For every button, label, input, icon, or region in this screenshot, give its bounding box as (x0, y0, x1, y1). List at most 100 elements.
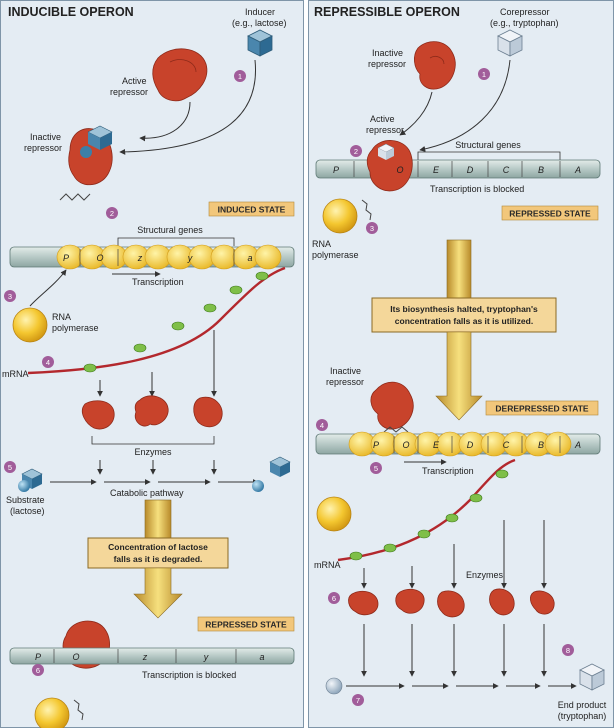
right-enzymes (348, 588, 555, 618)
right-active-repressor-label-line1: Active (370, 114, 395, 124)
left-ribosomes (83, 271, 269, 373)
step-3-number: 3 (8, 292, 12, 301)
right-gene2-E: E (433, 440, 440, 450)
right-step-2-badge: 2 (350, 145, 362, 157)
right-repressed-dna-strand (315, 159, 601, 179)
right-title: REPRESSIBLE OPERON (314, 5, 460, 19)
left-blocked-gene-y: y (203, 652, 209, 662)
right-gene2-D: D (467, 440, 474, 450)
product-ball-icon (252, 480, 264, 492)
left-structural-genes-bracket (117, 237, 235, 246)
left-blocked-gene-a: a (259, 652, 264, 662)
corepressor-binding-arrow (419, 59, 511, 152)
left-blocked-gene-O: O (72, 652, 79, 662)
right-gene-D: D (467, 165, 474, 175)
corepressor-cube-icon (497, 29, 523, 57)
right-step-2-number: 2 (354, 147, 358, 156)
right-inactive-repressor-2-label-line2: repressor (326, 377, 364, 387)
inactive-repressor-label-line1: Inactive (30, 132, 61, 142)
right-gene2-C: C (503, 440, 510, 450)
inducer-binding-arrow (119, 59, 257, 155)
right-step-5-badge: 5 (370, 462, 382, 474)
inducer-cube-icon (247, 29, 273, 57)
step-4-badge: 4 (42, 356, 54, 368)
right-step-3-number: 3 (370, 224, 374, 233)
release-squiggle (59, 193, 91, 201)
right-structural-genes-bracket (417, 151, 561, 160)
right-mrna-strand (337, 458, 516, 562)
right-gene2-O: O (402, 440, 409, 450)
translation-arrows (97, 330, 217, 397)
right-big-arrow-bottom (435, 331, 483, 421)
right-step-8-badge: 8 (562, 644, 574, 656)
left-big-arrow-bottom (133, 567, 183, 619)
right-release-squiggle (383, 426, 409, 433)
active-repressor-label-line1: Active (122, 76, 147, 86)
left-callout-line1: Concentration of lactose (108, 542, 208, 552)
corepressor-label-line2: (e.g., tryptophan) (490, 18, 559, 28)
substrate-label-line1: Substrate (6, 495, 45, 505)
right-inactive-repressor-label-line2: repressor (368, 59, 406, 69)
left-mrna-label: mRNA (2, 369, 29, 379)
derepressed-state-banner: DEREPRESSED STATE (485, 400, 599, 416)
right-step-4-number: 4 (320, 421, 324, 430)
left-blocked-gene-z: z (142, 652, 148, 662)
right-transcription-label: Transcription (422, 466, 474, 476)
right-step-4-badge: 4 (316, 419, 328, 431)
substrate-cube-icon (18, 468, 43, 492)
end-product-label-line1: End product (558, 700, 607, 710)
polymerase-binding-arrow (29, 269, 67, 307)
left-rna-polymerase-label-line2: polymerase (52, 323, 99, 333)
right-step-6-badge: 6 (328, 592, 340, 604)
derepressed-state-text: DEREPRESSED STATE (495, 404, 589, 414)
inducer-label-line2: (e.g., lactose) (232, 18, 287, 28)
step-6-number: 6 (36, 666, 40, 675)
left-transcription-blocked-label: Transcription is blocked (142, 670, 236, 680)
step-5-number: 5 (8, 463, 12, 472)
left-callout-box: Concentration of lactose falls as it is … (87, 537, 229, 569)
active-repressor-label-line2: repressor (110, 87, 148, 97)
right-rna-polymerase-label-line2: polymerase (312, 250, 359, 260)
inactive-repressor-label-line2: repressor (24, 143, 62, 153)
left-polymerase-squiggle (73, 699, 84, 721)
precursor-ball-icon (325, 677, 343, 695)
left-enzymes (81, 395, 223, 430)
catabolic-pathway-label: Catabolic pathway (110, 488, 184, 498)
left-structural-genes-label: Structural genes (137, 225, 203, 235)
step-6-badge: 6 (32, 664, 44, 676)
right-gene-B: B (538, 165, 544, 175)
step-5-badge: 5 (4, 461, 16, 473)
right-structural-genes-label: Structural genes (455, 140, 521, 150)
left-title: INDUCIBLE OPERON (8, 5, 134, 19)
step-1-badge: 1 (234, 70, 246, 82)
right-step-6-number: 6 (332, 594, 336, 603)
left-dna-strand (9, 244, 295, 270)
enzyme-to-pathway-arrows (97, 460, 217, 475)
right-step-1-number: 1 (482, 70, 486, 79)
right-rna-polymerase-label-line1: RNA (312, 239, 331, 249)
right-step-1-badge: 1 (478, 68, 490, 80)
left-blocked-gene-P: P (35, 652, 41, 662)
step-2-badge: 2 (106, 207, 118, 219)
right-step-8-number: 8 (566, 646, 570, 655)
step-4-number: 4 (46, 358, 50, 367)
substrate-label-line2: (lactose) (10, 506, 45, 516)
right-step-7-badge: 7 (352, 694, 364, 706)
induced-state-text: INDUCED STATE (218, 205, 286, 215)
repressor-to-inactive-arrow (139, 101, 191, 142)
left-gene-P: P (63, 253, 69, 263)
right-step-5-number: 5 (374, 464, 378, 473)
left-repressed-state-text: REPRESSED STATE (205, 620, 287, 630)
right-ribosomes (349, 469, 509, 561)
left-big-arrow-top (144, 499, 172, 539)
right-translation-arrows (361, 520, 547, 589)
right-inactive-repressor-label-line1: Inactive (372, 48, 403, 58)
left-rna-polymerase-shape (12, 307, 48, 343)
left-callout-line2: falls as it is degraded. (114, 554, 203, 564)
right-derepressed-dna-strand (315, 431, 601, 457)
step-3-badge: 3 (4, 290, 16, 302)
right-big-arrow-top (446, 239, 472, 299)
right-callout-line1: Its biosynthesis halted, tryptophan's (390, 304, 538, 314)
left-repressed-state-banner: REPRESSED STATE (197, 616, 295, 632)
